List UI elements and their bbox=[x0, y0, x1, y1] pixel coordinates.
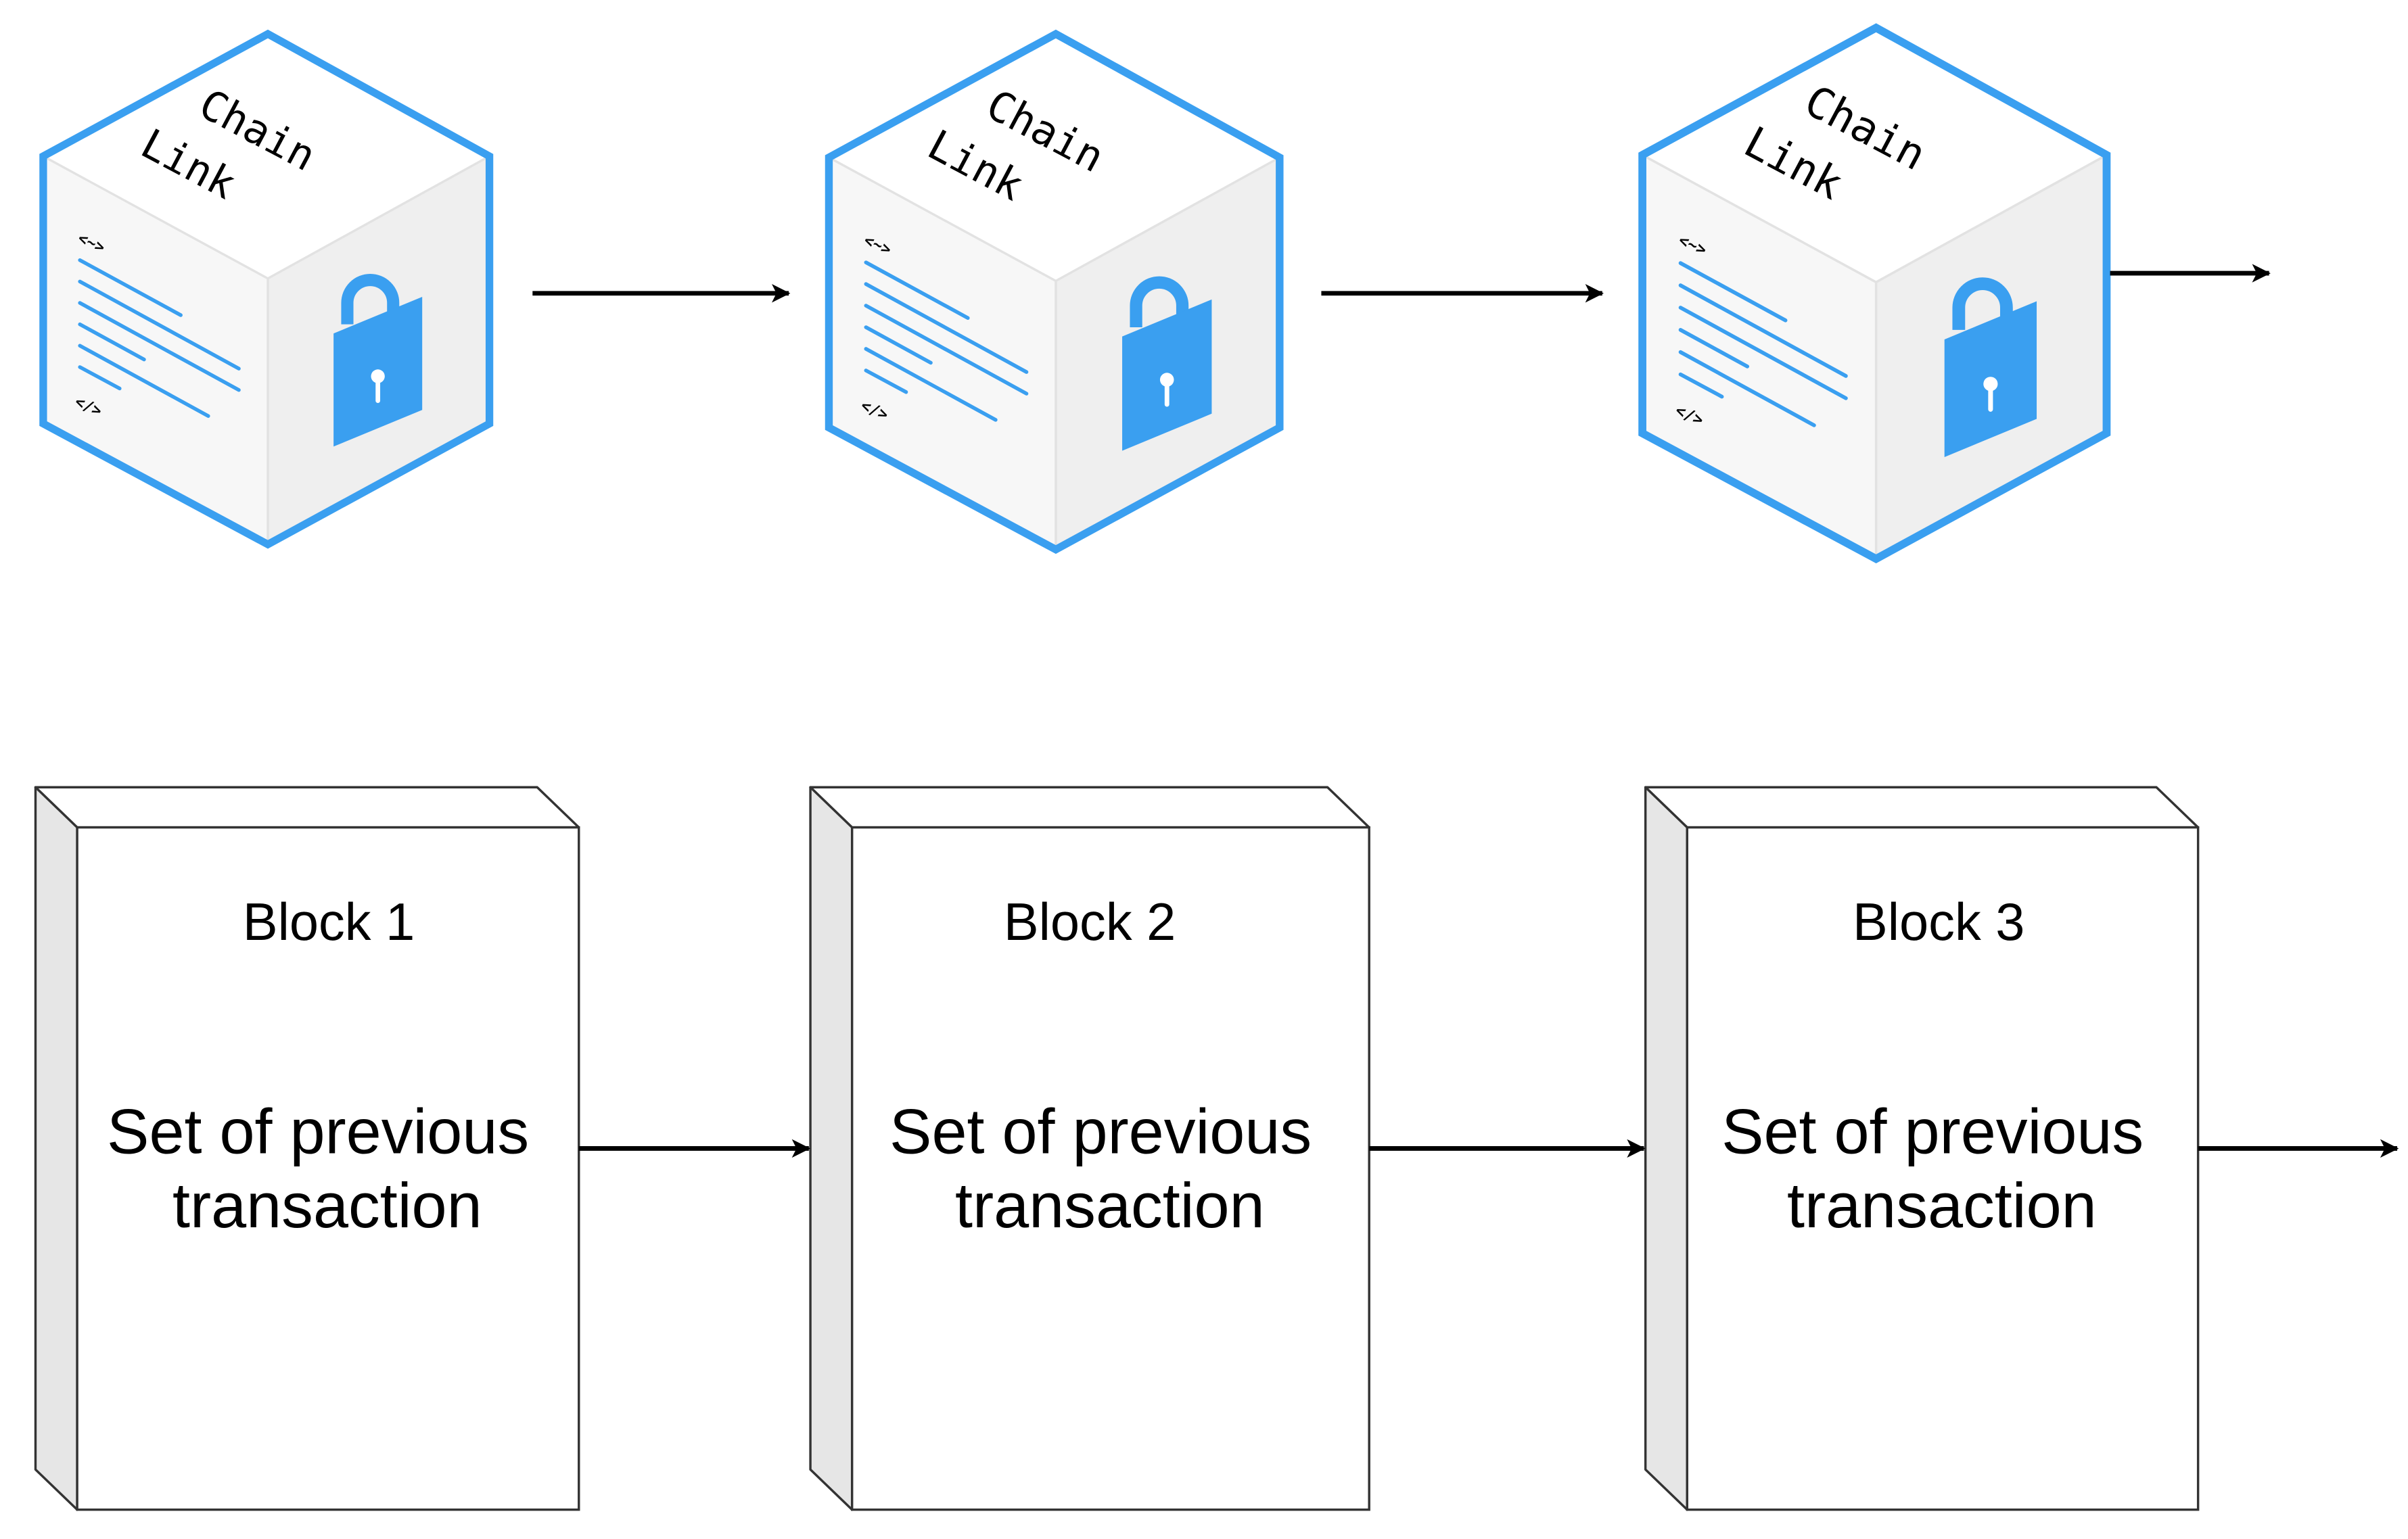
block-body-line-2: transaction bbox=[955, 1170, 1265, 1241]
block-3: Block 3 Set of previous transaction bbox=[1644, 786, 2200, 1511]
lock-icon bbox=[1122, 276, 1212, 451]
lock-icon bbox=[333, 274, 423, 447]
lock-icon bbox=[1944, 277, 2037, 457]
code-lines bbox=[1678, 261, 1848, 427]
code-lines bbox=[78, 258, 241, 418]
block-title: Block 2 bbox=[1004, 893, 1176, 951]
block-body-line-1: Set of previous bbox=[1721, 1095, 2144, 1166]
block-title: Block 1 bbox=[243, 893, 415, 951]
block-body-line-1: Set of previous bbox=[889, 1095, 1312, 1166]
block-body-line-2: transaction bbox=[1787, 1170, 2097, 1241]
code-lines bbox=[864, 260, 1029, 422]
block-body-line-2: transaction bbox=[172, 1170, 482, 1241]
block-body-line-1: Set of previous bbox=[107, 1095, 529, 1166]
block-title: Block 3 bbox=[1853, 893, 2024, 951]
chainlink-cube-1: Chain Link <~> </> bbox=[39, 29, 494, 549]
block-1: Block 1 Set of previous transaction bbox=[34, 786, 580, 1511]
block-2: Block 2 Set of previous transaction bbox=[809, 786, 1370, 1511]
chainlink-cube-2: Chain Link <~> </> bbox=[825, 29, 1284, 554]
chainlink-cube-3: Chain Link <~> </> bbox=[1638, 23, 2111, 564]
